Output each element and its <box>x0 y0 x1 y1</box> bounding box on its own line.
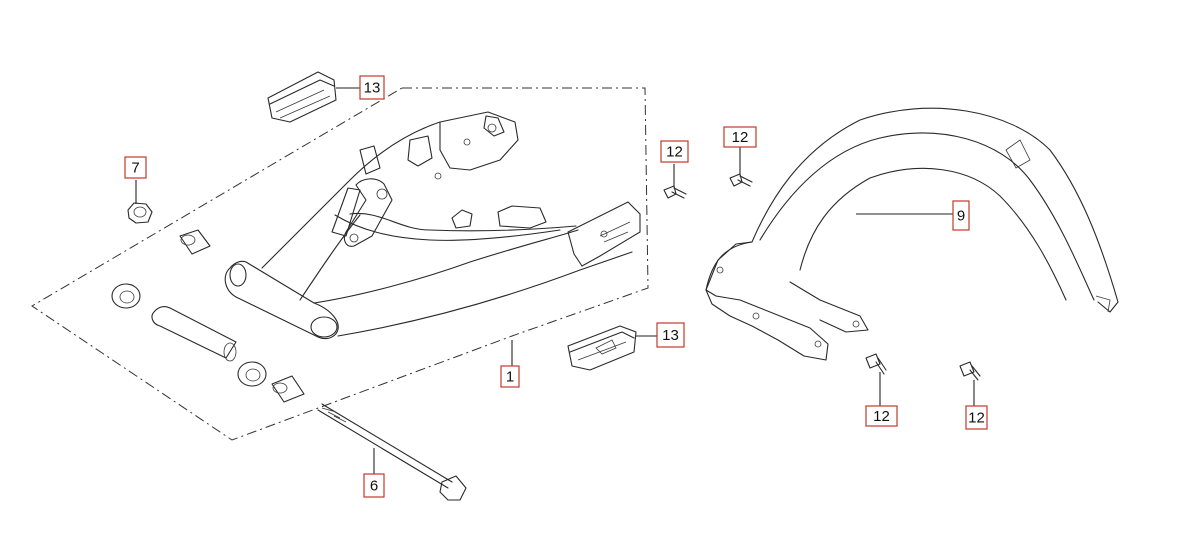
callout-c12d: 12 <box>965 405 988 430</box>
callout-box <box>660 140 689 163</box>
washer-icon <box>237 361 267 387</box>
callout-box <box>865 405 898 427</box>
bush-icon <box>179 229 211 255</box>
callout-box <box>723 126 757 148</box>
callout-c6: 6 <box>363 473 385 498</box>
callout-c13a: 13 <box>359 75 385 100</box>
callout-label: 6 <box>370 478 378 495</box>
washer-icon <box>111 283 141 309</box>
callout-label: 12 <box>968 410 985 427</box>
callout-box <box>500 365 520 388</box>
assembly-boundary <box>31 87 649 441</box>
callout-box <box>952 200 970 231</box>
callout-labels: 13 7 12 12 9 13 1 6 12 12 <box>124 75 988 498</box>
callout-label: 13 <box>662 327 679 344</box>
callout-box <box>656 322 685 348</box>
callout-c12b: 12 <box>723 126 757 148</box>
callout-box <box>965 405 988 430</box>
callout-label: 12 <box>732 129 749 146</box>
swingarm-icon <box>224 111 641 340</box>
mudguard-icon <box>705 107 1119 361</box>
pad-icon <box>267 71 337 123</box>
screw-icon <box>959 361 981 381</box>
callout-c12c: 12 <box>865 405 898 427</box>
callout-label: 12 <box>873 408 890 425</box>
screw-icon <box>663 185 687 199</box>
callout-label: 13 <box>364 80 381 97</box>
pad-icon <box>567 325 637 371</box>
callout-box <box>124 156 147 179</box>
nut-icon <box>127 202 153 224</box>
callout-box <box>363 473 385 498</box>
callout-label: 7 <box>131 160 139 177</box>
screw-icon <box>729 173 753 187</box>
callout-label: 1 <box>506 369 514 386</box>
callout-box <box>359 75 385 100</box>
callout-c9: 9 <box>952 200 970 231</box>
callout-c13b: 13 <box>656 322 685 348</box>
callout-c1: 1 <box>500 365 520 388</box>
screw-icon <box>865 353 887 375</box>
callout-c7: 7 <box>124 156 147 179</box>
callout-c12a: 12 <box>660 140 689 163</box>
bolt-icon <box>317 403 467 501</box>
callout-label: 9 <box>957 208 965 225</box>
callout-label: 12 <box>666 144 683 161</box>
sleeve-icon <box>151 306 237 362</box>
leader-lines <box>135 87 975 474</box>
bush-icon <box>271 375 305 403</box>
